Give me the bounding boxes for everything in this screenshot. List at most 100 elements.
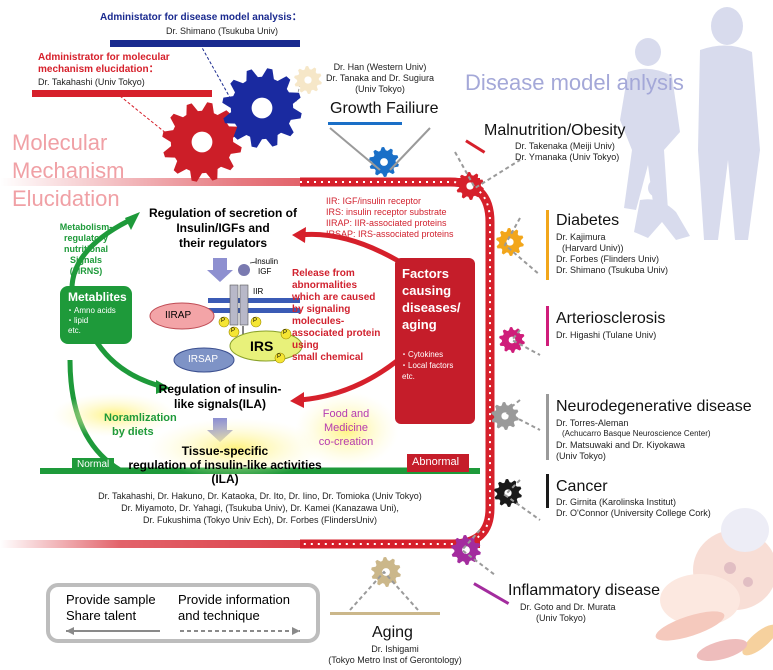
legend-info-1: Provide information	[178, 592, 290, 607]
irs-label: IRS	[250, 338, 274, 354]
reg-ila-2: like signals(ILA)	[173, 397, 267, 411]
metablites-3: etc.	[68, 326, 81, 335]
tissue-3: (ILA)	[211, 472, 239, 486]
diabetes-title: Diabetes	[556, 212, 620, 229]
neuro-author-3: Dr. Matsuwaki and Dr. Kiyokawa	[556, 440, 686, 450]
legend-sample-2: Share talent	[66, 608, 137, 623]
malnutrition-author-1: Dr. Takenaka (Meiji Univ)	[515, 141, 615, 151]
igf-label: IGF	[258, 267, 272, 276]
cancer-author-1: Dr. Girnita (Karolinska Institut)	[556, 497, 677, 507]
molecular-heading-2: Mechanism	[12, 158, 125, 183]
p-label-3: P	[231, 328, 236, 334]
aging-author-1: Dr. Ishigami	[371, 644, 419, 654]
metablites-1: ・Amno acids	[66, 306, 116, 315]
cancer-author-2: Dr. O'Connor (University College Cork)	[556, 508, 711, 518]
legend-sample-1: Provide sample	[66, 592, 156, 607]
food-3: co-creation	[318, 436, 374, 448]
reg-secretion-1: Regulation of secretion of	[148, 206, 297, 220]
release-8: small chemical	[292, 352, 364, 363]
reg-ila-1: Regulation of insulin-	[158, 382, 282, 396]
malnutrition-gear	[456, 172, 484, 200]
disease-admin-title: Administator for disease model analysis：	[100, 12, 302, 23]
diabetes-author-1: Dr. Kajimura	[556, 232, 606, 242]
normal-label: Normal	[77, 459, 110, 470]
bottom-authors-3: Dr. Fukushima (Tokyo Univ Ech), Dr. Forb…	[142, 515, 378, 525]
molecular-admin-title-1: Administrator for molecular	[38, 52, 170, 63]
factors-3: diseases/	[402, 300, 461, 315]
neuro-author-1: Dr. Torres-Aleman	[556, 418, 629, 428]
abnormal-label: Abnormal	[412, 456, 460, 468]
mrns-5: (MRNS)	[69, 266, 103, 276]
molecular-heading-1: Molecular	[12, 130, 108, 155]
p-label-2: P	[253, 318, 258, 324]
big-blue-gear	[222, 68, 302, 148]
mrns-3: nutritional	[64, 244, 108, 254]
factors-2: causing	[402, 283, 452, 298]
growth-connector	[329, 127, 431, 171]
malnutrition-title: Malnutrition/Obesity	[484, 122, 626, 139]
disease-admin-name: Dr. Shimano (Tsukuba Univ)	[166, 26, 279, 36]
release-4: by signaling	[292, 304, 351, 315]
bottom-authors-1: Dr. Takahashi, Dr. Hakuno, Dr. Kataoka, …	[98, 491, 422, 501]
irsap-label: IRSAP	[188, 354, 219, 365]
human-silhouettes	[620, 7, 760, 240]
molecular-admin-title-2: mechanism elucidation：	[38, 64, 159, 75]
abbr-irs: IRS: insulin receptor substrate	[326, 207, 447, 217]
cancer-title: Cancer	[556, 478, 608, 495]
release-7: using	[292, 340, 319, 351]
growth-authors-3: (Univ Tokyo)	[355, 84, 405, 94]
factors-1: Factors	[402, 266, 449, 281]
arteriosclerosis-author: Dr. Higashi (Tulane Univ)	[556, 330, 657, 340]
neuro-gear	[491, 402, 519, 430]
release-3: which are caused	[292, 292, 376, 303]
growth-gear	[369, 147, 399, 177]
growth-authors-1: Dr. Han (Western Univ)	[333, 62, 427, 72]
abbr-irsap: IRSAP: IRS-associated proteins	[326, 229, 454, 239]
growth-authors-2: Dr. Tanaka and Dr. Sugiura	[326, 73, 434, 83]
tissue-1: Tissue-specific	[181, 444, 269, 458]
normalization-1: Noramlization	[104, 412, 177, 424]
arteriosclerosis-gear	[499, 327, 525, 353]
small-cream-gear	[294, 66, 322, 94]
neuro-title: Neurodegenerative disease	[556, 398, 752, 415]
big-blue-gear	[222, 68, 302, 148]
factors-4: aging	[402, 317, 437, 332]
big-red-gear	[162, 102, 242, 182]
mrns-1: Metabolism-	[59, 222, 113, 232]
factors-sub-1: ・Cytokines	[400, 350, 444, 359]
malnutrition-author-2: Dr. Ymanaka (Univ Tokyo)	[515, 152, 620, 162]
aging-author-2: (Tokyo Metro Inst of Gerontology)	[328, 655, 462, 665]
bottom-authors-2: Dr. Miyamoto, Dr. Yahagi, (Tsukuba Univ)…	[121, 503, 399, 513]
big-red-gear	[162, 102, 242, 182]
molecular-admin-name: Dr. Takahashi (Univ Tokyo)	[38, 77, 145, 87]
tissue-2: regulation of insulin-like activities	[128, 458, 322, 472]
diabetes-author-4: Dr. Shimano (Tsukuba Univ)	[556, 265, 669, 275]
factors-sub-3: etc.	[402, 372, 415, 381]
iirap-label: IIRAP	[165, 310, 192, 321]
legend-info-2: and technique	[178, 608, 260, 623]
cell-illustration	[655, 508, 773, 661]
iir-label: IIR	[253, 287, 264, 296]
normalization-2: by diets	[112, 426, 154, 438]
inflammatory-author-1: Dr. Goto and Dr. Murata	[520, 602, 616, 612]
abbr-iir: IIR: IGF/insulin receptor	[326, 196, 422, 206]
molecular-heading-3: Elucidation	[12, 186, 120, 211]
reg-secretion-3: their regulators	[178, 236, 268, 250]
p-label-5: P	[277, 354, 282, 360]
metablites-title: Metablites	[68, 290, 127, 304]
aging-title: Aging	[372, 624, 413, 641]
food-2: Medicine	[323, 422, 369, 434]
metablites-2: ・lipid	[66, 316, 89, 325]
mrns-4: Signals	[69, 255, 102, 265]
growth-failure-title: Growth Failiure	[330, 100, 439, 117]
insulin-label: Insulin	[255, 257, 279, 266]
diabetes-gear	[496, 228, 524, 256]
release-1: Release from	[292, 268, 355, 279]
receptor-illustration	[149, 261, 303, 373]
release-5: molecules-	[292, 316, 345, 327]
disease-model-heading: Disease model anlysis	[465, 70, 684, 95]
food-1: Food and	[322, 408, 370, 420]
abbr-iirap: IIRAP: IIR-associated proteins	[326, 218, 447, 228]
p-label-4: P	[283, 330, 288, 336]
